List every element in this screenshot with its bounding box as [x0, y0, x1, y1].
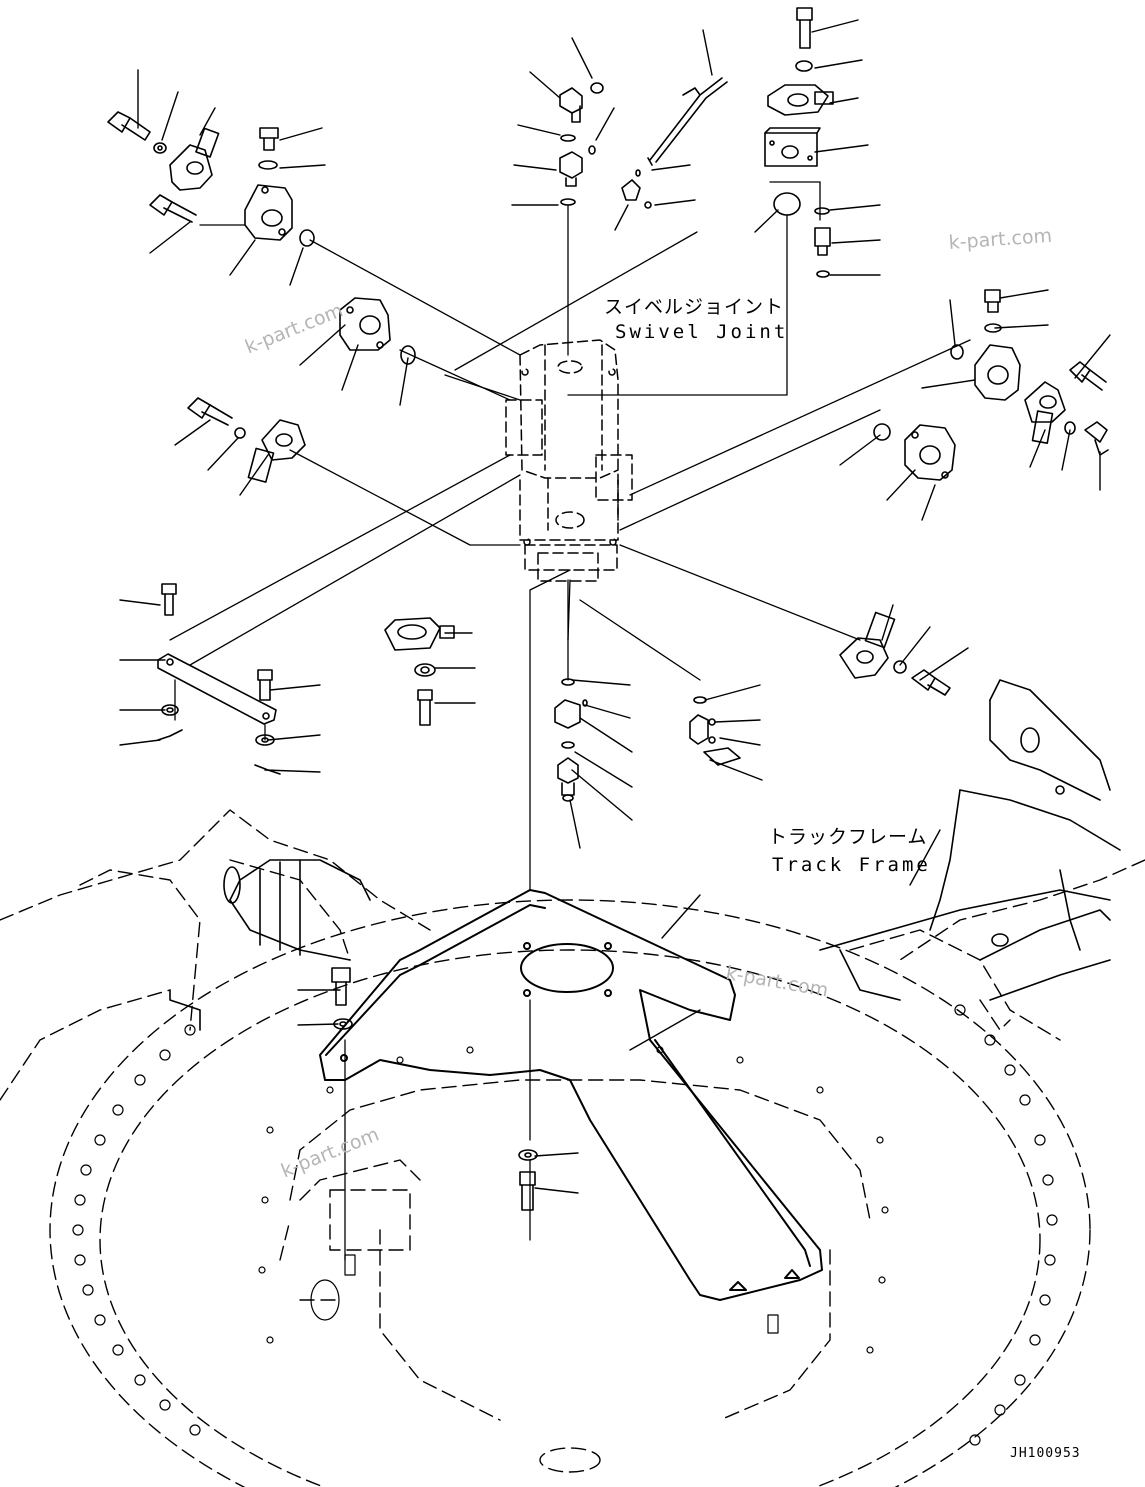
ring-bolt-holes	[72, 1004, 1058, 1446]
top-left-parts	[107, 111, 315, 247]
part-leaders	[119, 19, 1111, 1194]
track-frame-right-member	[819, 679, 1121, 1001]
top-right-parts	[764, 7, 834, 278]
mid-left-flange-parts	[187, 297, 416, 483]
swivel-stopper-bracket	[319, 889, 823, 1301]
leader-lines	[169, 181, 971, 1261]
track-frame-label-en: Track Frame	[772, 854, 931, 876]
swivel-joint-body	[505, 339, 633, 582]
track-frame	[0, 809, 1145, 1101]
top-center-parts	[559, 77, 728, 209]
frame-ring	[49, 899, 1091, 1487]
swivel-joint-label-ja: スイベルジョイント	[604, 296, 785, 318]
right-flange-parts	[873, 289, 1109, 481]
stopper-bar-parts	[157, 583, 538, 1211]
swivel-joint-label-en: Swivel Joint	[615, 321, 789, 343]
lower-center-parts	[384, 611, 951, 802]
drawing-code: JH100953	[1010, 1446, 1081, 1461]
track-frame-left-member	[169, 859, 371, 1031]
track-frame-label-ja: トラックフレーム	[768, 826, 928, 848]
